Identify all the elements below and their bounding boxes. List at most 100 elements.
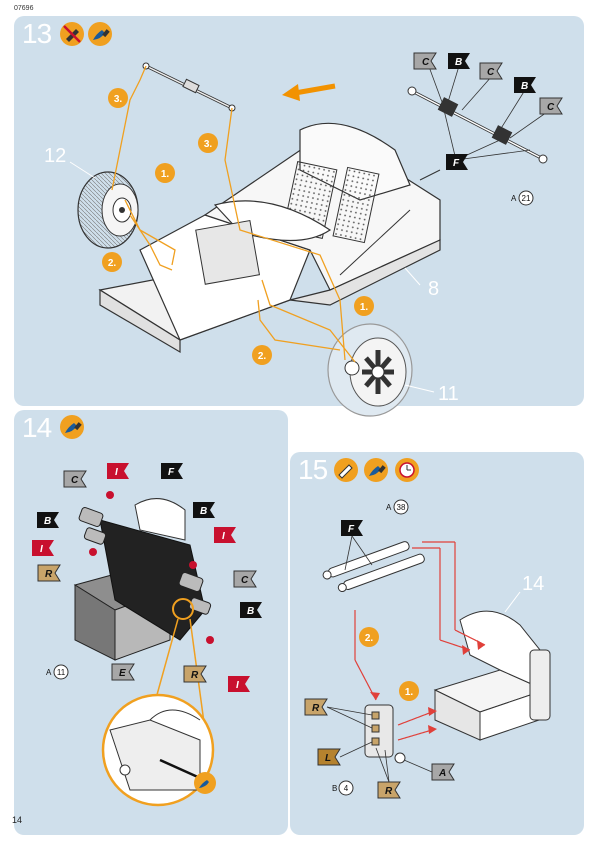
page-number: 14 — [12, 815, 23, 825]
svg-text:F: F — [453, 158, 460, 169]
svg-text:2.: 2. — [108, 258, 117, 269]
color-flag-F: F — [341, 520, 363, 536]
step-14-number: 14 — [22, 412, 52, 443]
svg-text:C: C — [71, 475, 79, 486]
color-flag-L: L — [317, 748, 341, 766]
color-flag-B: B — [448, 53, 470, 69]
svg-text:L: L — [325, 753, 331, 764]
sub-step-badge: 1. — [354, 296, 374, 316]
color-flag-R: R — [183, 665, 207, 683]
color-flag-C: C — [413, 52, 437, 70]
paint-brush-icon — [60, 415, 84, 439]
part-ref-A11: A 11 — [46, 664, 69, 680]
sub-step-label: 3. — [114, 94, 123, 105]
color-flag-F: F — [161, 463, 183, 479]
svg-text:B: B — [44, 516, 51, 527]
svg-text:11: 11 — [57, 668, 66, 677]
step-13-number: 13 — [22, 18, 52, 49]
color-flag-R: R — [37, 564, 61, 582]
shock-absorber-pair — [322, 541, 425, 593]
drying-time-icon — [395, 458, 419, 482]
rear-gearbox — [433, 610, 551, 741]
axle-detail — [407, 63, 551, 164]
color-flag-A: A — [431, 763, 455, 781]
sub-step-badge: 2. — [359, 627, 379, 647]
color-flag-I: I — [214, 527, 236, 543]
svg-text:A: A — [386, 503, 392, 512]
color-flag-C: C — [479, 62, 503, 80]
sub-step-badge: 3. — [198, 133, 218, 153]
svg-text:C: C — [422, 57, 430, 68]
axle-rod — [142, 62, 236, 112]
svg-text:R: R — [385, 786, 393, 797]
sub-step-badge: 2. — [252, 345, 272, 365]
detail-magnifier — [101, 598, 216, 807]
svg-text:B: B — [521, 81, 528, 92]
glue-tube-icon — [334, 458, 358, 482]
svg-text:38: 38 — [397, 503, 406, 512]
svg-text:2.: 2. — [258, 351, 267, 362]
svg-text:B: B — [332, 784, 337, 793]
svg-text:I: I — [222, 531, 225, 542]
part-label-14: 14 — [522, 573, 544, 595]
svg-text:3.: 3. — [204, 139, 213, 150]
svg-text:2.: 2. — [365, 633, 374, 644]
guide-lines-15 — [354, 541, 486, 741]
svg-text:21: 21 — [522, 194, 531, 203]
wheel-12 — [77, 171, 139, 249]
color-flag-R: R — [304, 698, 328, 716]
part-ref-B4: B 4 — [332, 780, 354, 796]
svg-text:F: F — [348, 524, 355, 535]
svg-text:C: C — [241, 575, 249, 586]
paint-brush-icon — [88, 22, 112, 46]
guide-lines-13 — [111, 65, 356, 363]
sub-step-badge: 1. — [399, 681, 419, 701]
color-flag-B: B — [193, 502, 215, 518]
svg-text:C: C — [547, 102, 555, 113]
color-flag-I: I — [107, 463, 129, 479]
svg-text:R: R — [312, 703, 320, 714]
direction-arrow — [282, 83, 336, 101]
color-flag-B: B — [240, 602, 262, 618]
color-flag-B: B — [514, 77, 536, 93]
part-label-8: 8 — [428, 278, 439, 300]
svg-text:E: E — [119, 668, 126, 679]
svg-text:R: R — [45, 569, 53, 580]
sub-step-badge: 3. — [108, 88, 128, 108]
svg-text:A: A — [511, 194, 517, 203]
car-body — [98, 122, 441, 354]
wheel-11 — [327, 323, 413, 417]
paint-brush-icon — [364, 458, 388, 482]
svg-text:B: B — [455, 57, 462, 68]
bracket-part — [364, 704, 406, 764]
color-flag-C: C — [233, 570, 257, 588]
svg-text:A: A — [438, 768, 446, 779]
svg-text:I: I — [236, 680, 239, 691]
color-flag-I: I — [228, 676, 250, 692]
svg-text:1.: 1. — [360, 302, 369, 313]
part-label-12: 12 — [44, 145, 66, 167]
color-flag-I: I — [32, 540, 54, 556]
svg-text:I: I — [115, 467, 118, 478]
svg-text:A: A — [46, 668, 52, 677]
svg-text:I: I — [40, 544, 43, 555]
part-ref-A21: A 21 — [511, 190, 534, 206]
color-flag-C: C — [63, 470, 87, 488]
sub-step-badge: 1. — [155, 163, 175, 183]
svg-text:B: B — [200, 506, 207, 517]
document-code: 07696 — [14, 5, 34, 12]
svg-text:1.: 1. — [161, 169, 170, 180]
svg-text:1.: 1. — [405, 687, 414, 698]
svg-text:B: B — [247, 606, 254, 617]
color-flag-B: B — [37, 512, 59, 528]
svg-text:C: C — [487, 67, 495, 78]
svg-text:R: R — [191, 670, 199, 681]
sub-step-badge: 2. — [102, 252, 122, 272]
svg-text:F: F — [168, 467, 175, 478]
color-flag-E: E — [111, 663, 135, 681]
part-ref-A38: A 38 — [386, 499, 409, 515]
color-flag-R: R — [377, 781, 401, 799]
color-flag-F: F — [446, 154, 468, 170]
no-glue-icon — [60, 22, 84, 46]
